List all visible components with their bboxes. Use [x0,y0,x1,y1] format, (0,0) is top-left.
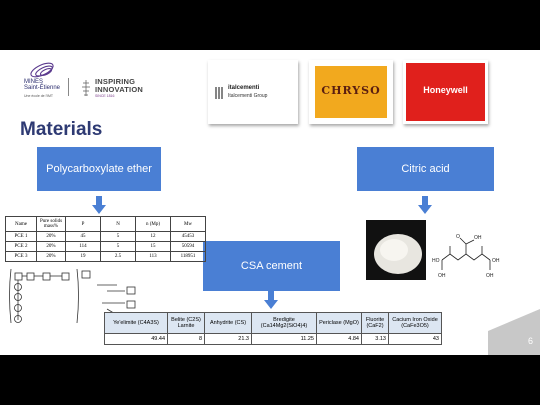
citric-acid-structure-icon: OH O HO OH OH OH [432,234,500,279]
table-cell: 5 [100,241,136,252]
csa-table-header: Ye'elimite (C4A3S) Belite (C2S) Larnite … [104,312,442,334]
italcementi-icon [215,87,223,99]
table-cell: 50594 [170,241,206,252]
table-cell: PCE 3 [5,251,37,262]
honeywell-badge: Honeywell [406,63,485,121]
mines-line-2: Saint-Étienne [24,85,61,91]
inspiring-line-2: INNOVATION [95,84,143,94]
citric-ho-left: HO [432,258,440,264]
table-cell: 20% [36,231,66,242]
powder-icon [374,234,422,274]
table-row: PCE 3 20% 19 2.5 113 118951 [5,251,206,262]
table-cell: 20% [36,251,66,262]
table-cell: 49.44 [104,333,168,345]
table-cell: 8 [167,333,205,345]
pce-col-name: Name [5,216,37,232]
citric-oh-right: OH [492,258,500,264]
pce-col-solids: Pure solids mass% [36,216,66,232]
table-cell: 114 [65,241,101,252]
csa-col-anhydrite: Anhydrite (CS) [204,312,252,334]
inspiring-line-1: INSPIRING [95,77,136,86]
table-cell: 118951 [170,251,206,262]
inspiring-innovation-icon [82,80,90,96]
table-cell: 15 [135,241,171,252]
citric-acid-photo [366,220,426,280]
table-cell: 21.3 [204,333,252,345]
csa-col-fluorite: Fluorite (CaF2) [361,312,389,334]
pce-box: Polycarboxylate ether [37,147,161,191]
table-cell: 2.5 [100,251,136,262]
italcementi-logo: italcementi Italcementi Group [208,60,298,124]
table-cell: 11.25 [251,333,317,345]
table-row: PCE 1 20% 45 5 12 45453 [5,231,206,242]
page-title: Materials [20,119,103,140]
mines-name: MINES Saint-Étienne [24,79,60,91]
page-number: 6 [527,336,533,346]
csa-cement-box: CSA cement [203,241,340,291]
table-cell: PCE 2 [5,241,37,252]
honeywell-logo: Honeywell [403,60,488,124]
table-cell: 45453 [170,231,206,242]
mines-subtitle: Une école de l'IMT [24,94,54,98]
honeywell-name: Honeywell [423,85,468,95]
csa-col-belite: Belite (C2S) Larnite [167,312,205,334]
italcementi-name: italcementi [228,85,260,91]
pce-col-nmp: n (Mp) [135,216,171,232]
table-cell: PCE 1 [5,231,37,242]
table-cell: 20% [36,241,66,252]
table-cell: 43 [388,333,442,345]
table-cell: 12 [135,231,171,242]
table-cell: 4.84 [316,333,362,345]
csa-col-bredigite: Bredigite (Ca14Mg2(SiO4)4) [251,312,317,334]
logo-divider [68,78,69,96]
chryso-badge: CHRYSO [315,66,387,118]
pce-structure-icon [9,268,136,324]
csa-col-yeelimite: Ye'elimite (C4A3S) [104,312,168,334]
citric-o-top: O [456,234,460,240]
table-row: PCE 2 20% 114 5 15 50594 [5,241,206,252]
slide: MINES Saint-Étienne Une école de l'IMT I… [0,50,540,355]
citric-oh-bottom-right: OH [486,273,494,279]
table-cell: 45 [65,231,101,242]
table-cell: 19 [65,251,101,262]
mines-logo-icon [30,62,54,78]
citric-oh-bottom-left: OH [438,273,446,279]
pce-col-mw: Mw [170,216,206,232]
table-row: 49.44 8 21.3 11.25 4.84 3.13 43 [104,333,442,345]
pce-col-n: N [100,216,136,232]
mines-line-1: MINES [24,79,44,85]
arrow-down-icon [418,196,432,214]
pce-table-header: Name Pure solids mass% P N n (Mp) Mw [5,216,206,232]
table-cell: 3.13 [361,333,389,345]
citric-acid-box: Citric acid [357,147,494,191]
italcementi-sub: Italcementi Group [228,93,268,99]
csa-col-periclase: Periclase (MgO) [316,312,362,334]
pce-table: Name Pure solids mass% P N n (Mp) Mw PCE… [5,216,206,262]
citric-oh-top: OH [474,235,482,241]
table-cell: 113 [135,251,171,262]
csa-table: Ye'elimite (C4A3S) Belite (C2S) Larnite … [104,312,442,345]
arrow-down-icon [264,291,278,309]
corner-decoration-icon [488,309,540,355]
arrow-down-icon [92,196,106,214]
inspiring-innovation: INSPIRING INNOVATION [95,78,143,93]
pce-col-p: P [65,216,101,232]
table-cell: 5 [100,231,136,242]
csa-col-calcium-iron-oxide: Cacium Iron Oxide (CaFe3O5) [388,312,442,334]
chryso-name: CHRYSO [321,84,381,97]
chryso-logo: CHRYSO [309,60,393,124]
since-label: SINCE 1816 [95,94,115,98]
